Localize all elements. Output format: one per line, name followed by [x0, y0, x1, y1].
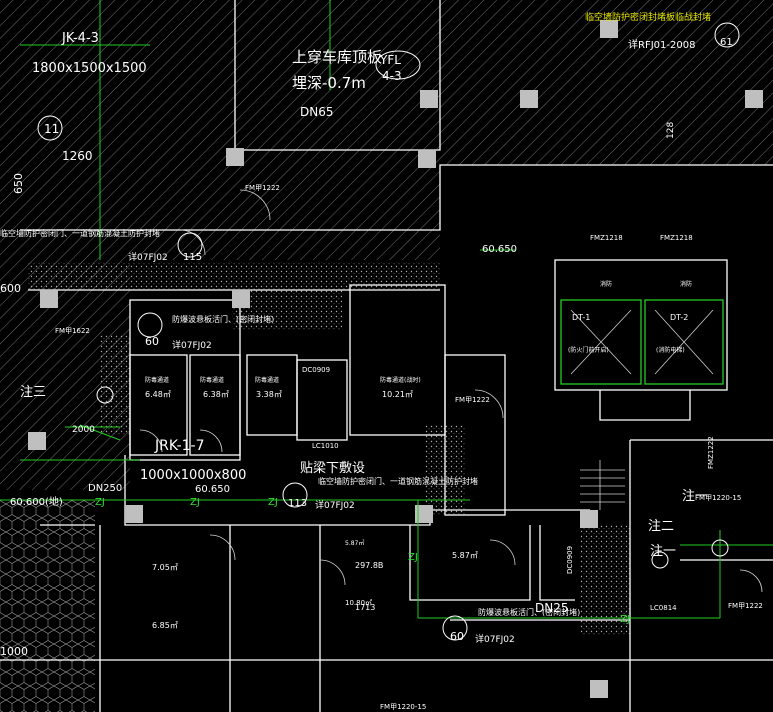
room-gen-1: 防毒通道 [145, 376, 169, 384]
sm-2: 297.8B [355, 561, 383, 570]
room-gen-4: 防毒通道(战时) [380, 376, 421, 384]
sm-3: 10.80㎡ [345, 599, 372, 607]
n60650-a: 60.650 [482, 244, 517, 255]
note-zhu3: 注三 [20, 385, 46, 400]
stair [580, 460, 625, 510]
n128: 128 [666, 122, 676, 139]
label-fmz1218-a: FMZ1218 [590, 234, 623, 242]
note-zhu1: 注一 [682, 489, 708, 504]
label-fmz1218-b: FMZ1218 [660, 234, 693, 242]
area-7: 6.85㎡ [152, 621, 178, 630]
label-dn25: DN25 [535, 601, 569, 615]
note-bottom: 防爆波悬板活门、(密闭封堵) [478, 607, 580, 617]
label-room-ac1: 消防 [600, 280, 612, 288]
sm-4: 1713 [355, 603, 375, 612]
note-113: 临空墙防护密闭门、一道钢筋混凝土防护封堵 [318, 476, 478, 486]
label-room-ac2: 消防 [680, 280, 692, 288]
n60600: 60.600(地) [10, 495, 63, 508]
room-gen-3: 防毒通道 [255, 376, 279, 384]
note-zhu2-b: 注一 [650, 544, 676, 559]
n113: 113 [288, 498, 307, 509]
n61: 61 [720, 37, 733, 48]
label-jk43: JK-4-3 [61, 31, 99, 46]
sm-1: 5.87㎡ [345, 539, 364, 547]
note-left: 临空墙防护密闭门、一道钢筋混凝土防护封堵 [0, 228, 160, 238]
label-lc0814: LC0814 [650, 604, 677, 612]
label-jrk: JRK-1-7 [154, 438, 205, 454]
zj-1: ZJ [95, 497, 105, 508]
ref-113: 详07FJ02 [315, 499, 355, 511]
n60-a: 60 [145, 335, 159, 348]
ref-left: 详07FJ02 [128, 251, 168, 263]
area-4: 10.21㎡ [382, 390, 413, 399]
annotations: JK-4-3 1800x1500x1500 11 1260 650 600 10… [0, 11, 763, 711]
grid-11: 11 [44, 122, 59, 136]
ref-right: 详RFJ01-2008 [628, 38, 695, 51]
label-jk-size: 1800x1500x1500 [32, 61, 147, 76]
label-fm1222-c: FM甲1222 [728, 602, 763, 610]
label-garage-2: 埋深-0.7m [292, 74, 366, 92]
note-mid: 防爆波悬板活门、(密闭封堵) [172, 314, 274, 324]
zj-4: ZJ [408, 552, 418, 563]
dim-1260: 1260 [62, 149, 93, 163]
area-3: 3.38㎡ [256, 390, 282, 399]
columns [28, 20, 763, 698]
n115: 115 [183, 252, 202, 263]
label-elev-2: (消防电梯) [656, 346, 685, 354]
label-yfl-2: 4-3 [382, 69, 402, 83]
label-garage-1: 上穿车库顶板 [292, 48, 382, 66]
label-dc0909b: DC0909 [566, 546, 574, 574]
sm-1b: 5.87㎡ [452, 551, 478, 560]
top-note: 临空墙防护密闭封堵板临战封堵 [585, 11, 711, 23]
label-dn65: DN65 [300, 105, 334, 119]
n60-b: 60 [450, 630, 464, 643]
zj-2: ZJ [190, 497, 200, 508]
label-dn250: DN250 [88, 483, 122, 494]
area-6: 7.05㎡ [152, 563, 178, 572]
label-fm1220-a: FM甲1220-15 [695, 494, 741, 502]
label-yfl: YFL [379, 53, 401, 67]
label-dt2: DT-2 [670, 313, 688, 322]
room-gen-2: 防毒通道 [200, 376, 224, 384]
door-swings [139, 189, 763, 593]
area-1: 6.48㎡ [145, 390, 171, 399]
label-jrk-size: 1000x1000x800 [140, 468, 246, 483]
callout-circles [37, 22, 740, 641]
zj-3: ZJ [268, 497, 278, 508]
ref-bottom: 详07FJ02 [475, 633, 515, 645]
n2000: 2000 [72, 425, 95, 435]
n60650-b: 60.650 [195, 484, 230, 495]
label-fm1220-b: FM甲1220-15 [380, 703, 426, 711]
label-lc1010: LC1010 [312, 442, 339, 450]
ref-mid: 详07FJ02 [172, 339, 212, 351]
pipe-lines [0, 0, 773, 619]
zj-5: ZJ [620, 614, 630, 625]
dim-1000: 1000 [0, 645, 28, 658]
dim-600: 600 [0, 282, 21, 295]
elevator-shafts [570, 309, 714, 375]
area-2: 6.38㎡ [203, 390, 229, 399]
label-tiliang: 贴梁下敷设 [300, 461, 365, 476]
label-dt1: DT-1 [572, 313, 590, 322]
label-fm1222-top: FM甲1222 [245, 184, 280, 192]
label-fm1622: FM甲1622 [55, 327, 90, 335]
dim-650: 650 [12, 173, 25, 194]
label-elev-1: (防火门前开启) [568, 346, 609, 354]
label-dc0909: DC0909 [302, 366, 330, 374]
label-fm1222-mid: FM甲1222 [455, 396, 490, 404]
label-fmz1222: FMZ1222 [707, 436, 715, 469]
note-zhu2: 注二 [648, 519, 674, 534]
